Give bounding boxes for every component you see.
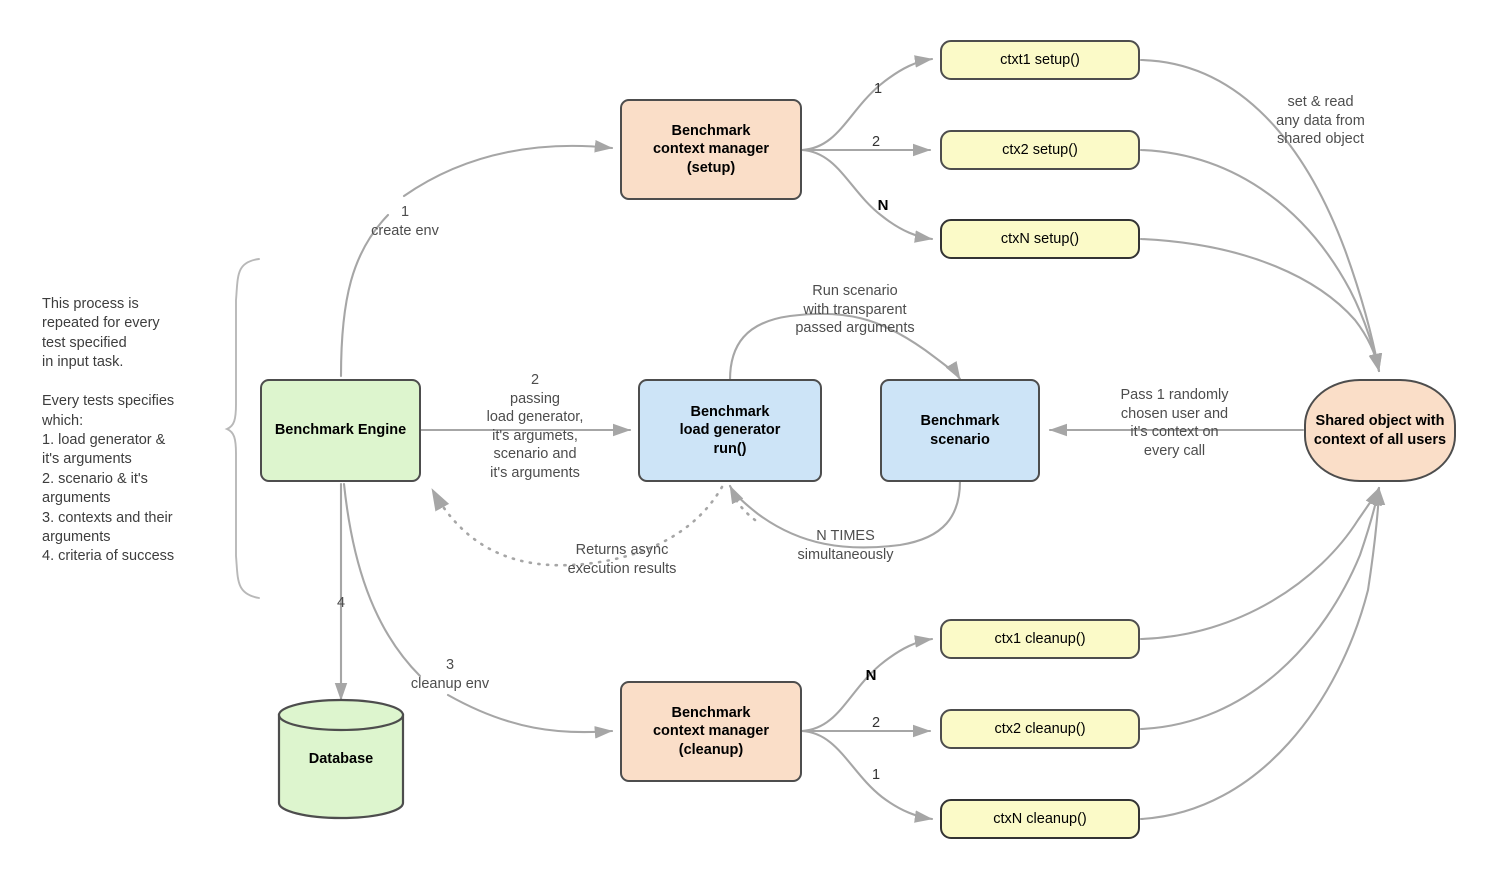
edge-order-cleanup-1: 1 [871,767,881,783]
node-benchmark-scenario[interactable]: Benchmark scenario [880,379,1040,482]
node-context-manager-cleanup[interactable]: Benchmark context manager (cleanup) [620,681,802,782]
edge-label-run-scenario: Run scenario with transparent passed arg… [795,283,915,337]
node-cleanup-step-2[interactable]: ctx2 cleanup() [940,709,1140,749]
node-database[interactable]: Database [277,697,405,821]
node-cleanup-step-n[interactable]: ctxN cleanup() [940,799,1140,839]
node-load-generator[interactable]: Benchmark load generator run() [638,379,822,482]
edge-order-cleanup-2: 2 [871,715,881,731]
node-benchmark-engine[interactable]: Benchmark Engine [260,379,421,482]
edge-order-setup-2: 2 [871,134,881,150]
edge-label-n-times: N TIMES simultaneously [797,528,894,563]
left-explanatory-note: This process is repeated for every test … [42,296,175,565]
edge-label-cleanup-env: 3 cleanup env [410,657,490,692]
node-setup-step-2[interactable]: ctx2 setup() [940,130,1140,170]
edge-order-setup-1: 1 [873,81,883,97]
node-shared-object[interactable]: Shared object with context of all users [1304,379,1456,482]
node-cleanup-step-1[interactable]: ctx1 cleanup() [940,619,1140,659]
edge-order-setup-n: N [877,197,889,214]
database-label: Database [308,751,374,767]
edge-label-to-database: 4 [336,595,346,611]
node-setup-step-1[interactable]: ctxt1 setup() [940,40,1140,80]
edge-label-pass-user: Pass 1 randomly chosen user and it's con… [1120,387,1229,459]
node-setup-step-n[interactable]: ctxN setup() [940,219,1140,259]
edge-label-passing-args: 2 passing load generator, it's argumets,… [486,372,584,481]
edge-label-create-env: 1 create env [371,204,439,239]
edge-order-cleanup-n: N [865,667,877,684]
node-context-manager-setup[interactable]: Benchmark context manager (setup) [620,99,802,200]
edge-label-set-read: set & read any data from shared object [1276,94,1365,148]
edge-label-returns-async: Returns async execution results [567,542,677,577]
